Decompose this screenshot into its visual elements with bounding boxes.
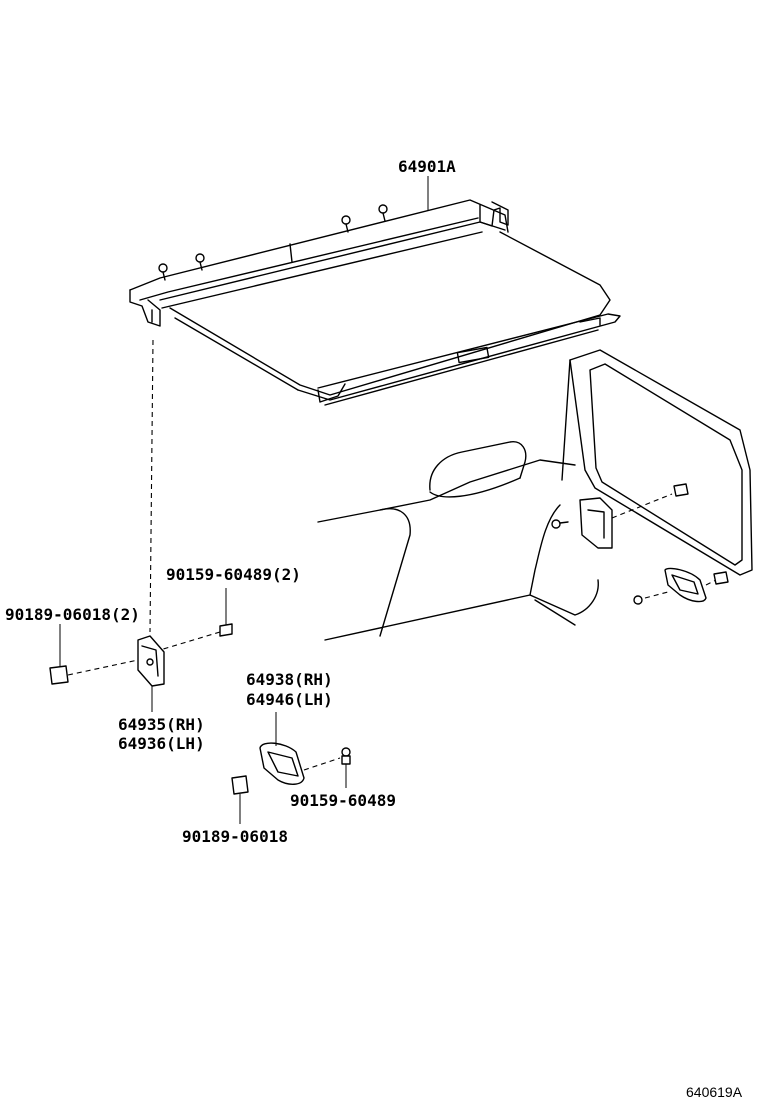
figure-number: 640619A: [686, 1084, 743, 1100]
screw-90159-icon: [159, 588, 233, 651]
tonneau-cover-assembly: [129, 176, 621, 406]
label-64938-rh: 64938(RH): [246, 670, 333, 689]
bolt-icons-top: [158, 204, 388, 281]
installed-hook-right: [633, 567, 729, 605]
label-90159-60489-2: 90159-60489(2): [166, 565, 301, 584]
label-90189-06018: 90189-06018: [182, 827, 288, 846]
label-64901a: 64901A: [398, 157, 456, 176]
label-64946-lh: 64946(LH): [246, 690, 333, 709]
hook-64938-icon: [259, 712, 341, 785]
label-90189-06018-2: 90189-06018(2): [5, 605, 140, 624]
installed-bracket-right: [551, 483, 689, 549]
screw-90159-single-icon: [341, 747, 351, 788]
vehicle-interior: [317, 349, 753, 641]
bracket-64935-icon: [137, 635, 165, 712]
clip-90189-icon: [49, 624, 139, 685]
label-90159-60489: 90159-60489: [290, 791, 396, 810]
label-64936-lh: 64936(LH): [118, 734, 205, 753]
label-64935-rh: 64935(RH): [118, 715, 205, 734]
clip-90189-single-icon: [231, 775, 249, 824]
